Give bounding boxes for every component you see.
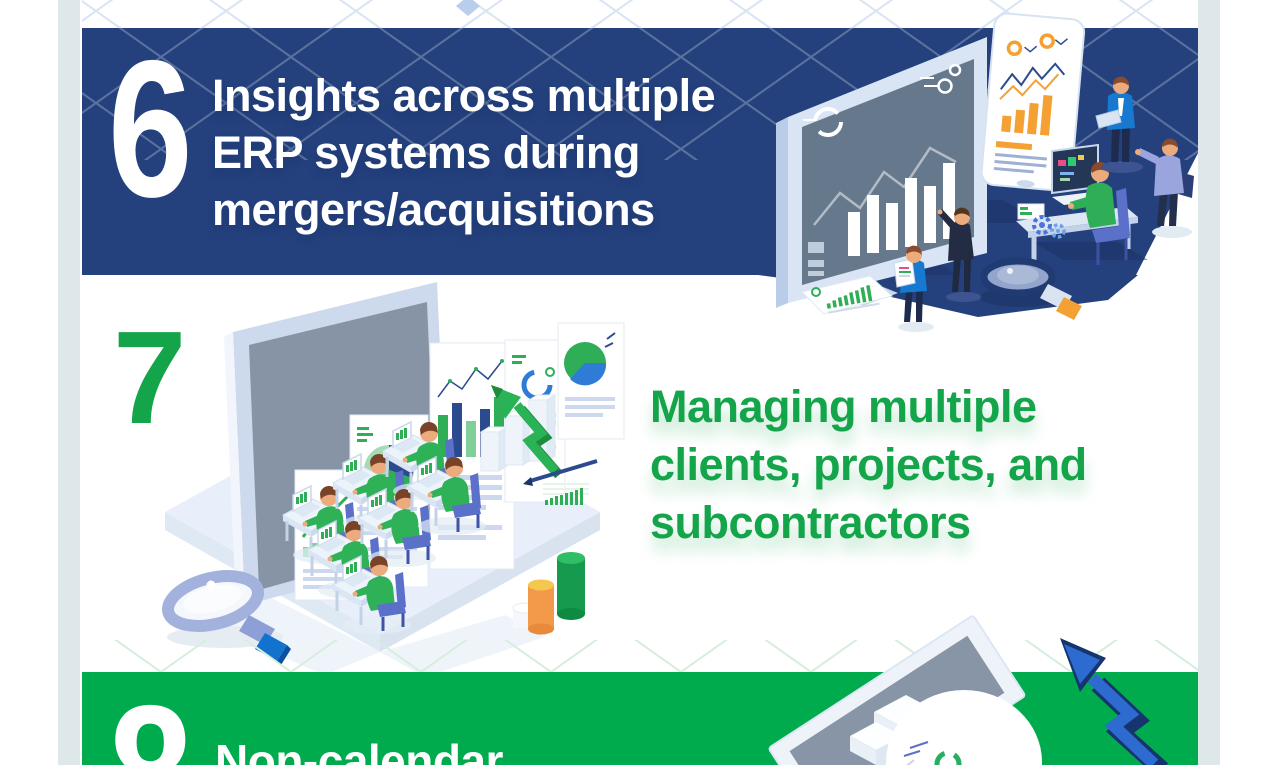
title-line: clients, projects, and (650, 439, 1087, 490)
navy-growth-arrow (1060, 638, 1169, 765)
gear-icon (1032, 215, 1052, 235)
tablet-with-charts (980, 12, 1086, 192)
cylinder-bars (512, 552, 585, 635)
magnifying-glass-icon (980, 257, 1082, 320)
standing-person-purple (1135, 138, 1194, 238)
seated-person-green (1068, 162, 1130, 265)
right-gutter-strip (1198, 0, 1220, 765)
section-6-title: Insights across multiple ERP systems dur… (212, 67, 716, 238)
title-line: mergers/acquisitions (212, 184, 655, 235)
pencil-and-data-rows (523, 459, 598, 505)
title-line: Managing multiple (650, 381, 1037, 432)
small-diamond-accent (456, 0, 480, 16)
presentation-screen (776, 37, 987, 308)
section-8-title: Non-calendar (215, 733, 503, 765)
section-7-number: 7 (113, 304, 186, 451)
standing-person-blue-jacket (1095, 76, 1143, 173)
illustration-workers-at-desks (162, 282, 625, 677)
screen-line-chart (813, 146, 957, 226)
title-line: subcontractors (650, 497, 971, 548)
document-pie-small (557, 322, 625, 440)
spinner-icon (934, 750, 962, 765)
gear-icon (1050, 223, 1066, 239)
growth-arrow-chart (479, 385, 563, 479)
standing-person-clipboard (893, 245, 934, 332)
left-gutter-strip (58, 0, 80, 765)
screen-pie-chart (813, 107, 843, 137)
infographic-canvas: 6 Insights across multiple ERP systems d… (82, 0, 1198, 765)
title-line: ERP systems during (212, 127, 640, 178)
screen-legend-blocks (808, 242, 824, 276)
diamond-lattice-green (82, 640, 1198, 674)
section-6-number: 6 (108, 20, 193, 238)
section-7-title: Managing multiple clients, projects, and… (650, 378, 1087, 552)
tablet-bar-chart (1001, 94, 1053, 136)
title-line: Non-calendar (215, 735, 503, 765)
illustration-monitor-growth-arrow (768, 615, 1169, 765)
section-8-number: 8 (108, 677, 193, 765)
title-line: Insights across multiple (212, 70, 716, 121)
disc-with-spinner (886, 690, 1042, 765)
standing-person-dark-suit (937, 207, 982, 302)
analyst-desk-group (1016, 143, 1138, 266)
illustration-team-reviewing-dashboards (758, 12, 1198, 332)
report-green-bars (801, 275, 894, 315)
speed-lines (803, 77, 938, 121)
